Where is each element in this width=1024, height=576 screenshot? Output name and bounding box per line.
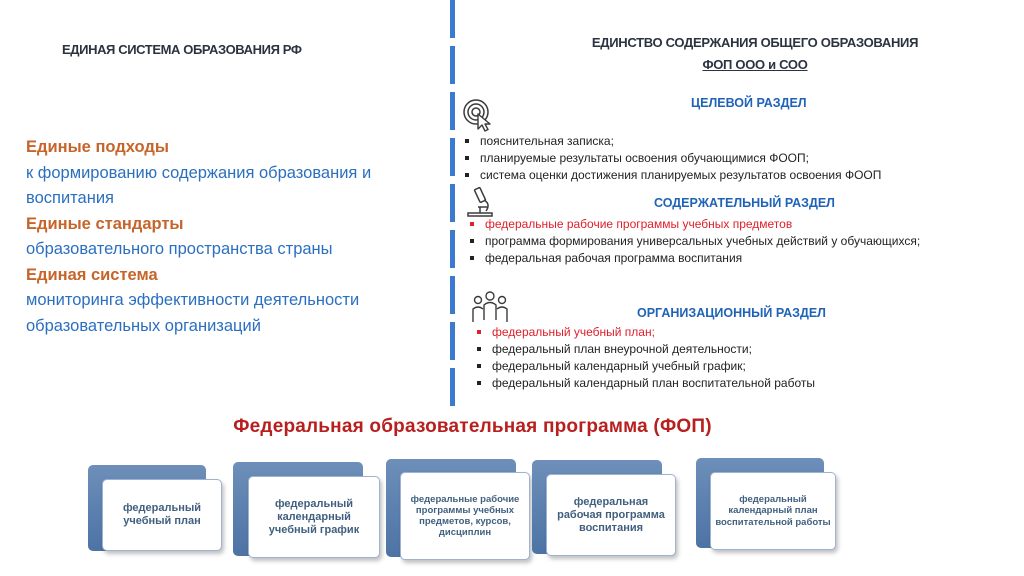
block-text-standards: образовательного пространства страны xyxy=(26,240,333,258)
microscope-icon xyxy=(467,186,493,217)
fop-title: Федеральная образовательная программа (Ф… xyxy=(233,416,712,437)
section-list-target: пояснительная записка; планируемые резул… xyxy=(460,133,1000,184)
block-head-approaches: Единые подходы xyxy=(26,138,169,156)
fop-card-text: федеральные рабочие программы учебных пр… xyxy=(400,472,530,560)
list-item: планируемые результаты освоения обучающи… xyxy=(460,150,1000,167)
section-heading-target: ЦЕЛЕВОЙ РАЗДЕЛ xyxy=(691,96,807,110)
left-title: ЕДИНАЯ СИСТЕМА ОБРАЗОВАНИЯ РФ xyxy=(62,42,302,57)
section-list-content: федеральные рабочие программы учебных пр… xyxy=(465,216,965,267)
list-item: федеральный учебный план; xyxy=(472,324,972,341)
fop-card-text: федеральный календарный учебный график xyxy=(248,476,380,558)
target-click-icon xyxy=(463,99,491,132)
right-title-line1: ЕДИНСТВО СОДЕРЖАНИЯ ОБЩЕГО ОБРАЗОВАНИЯ xyxy=(591,35,919,50)
list-item: федеральная рабочая программа воспитания xyxy=(465,250,965,267)
list-item: пояснительная записка; xyxy=(460,133,1000,150)
right-title: ЕДИНСТВО СОДЕРЖАНИЯ ОБЩЕГО ОБРАЗОВАНИЯ Ф… xyxy=(520,32,990,76)
fop-card-text: федеральная рабочая программа воспитания xyxy=(546,474,676,556)
block-head-standards: Единые стандарты xyxy=(26,214,184,233)
section-heading-org: ОРГАНИЗАЦИОННЫЙ РАЗДЕЛ xyxy=(637,306,826,320)
section-heading-content: СОДЕРЖАТЕЛЬНЫЙ РАЗДЕЛ xyxy=(654,196,835,210)
right-title-line2: ФОП ООО и СОО xyxy=(702,57,808,72)
block-text-system: мониторинга эффективности деятельности о… xyxy=(26,291,360,335)
list-item: федеральный план внеурочной деятельности… xyxy=(472,341,972,358)
list-item: система оценки достижения планируемых ре… xyxy=(460,167,1000,184)
list-item: федеральные рабочие программы учебных пр… xyxy=(465,216,965,233)
block-head-system: Единая система xyxy=(26,265,158,284)
people-group-icon xyxy=(472,291,508,322)
left-body: Единые подходы к формированию содержания… xyxy=(26,135,446,339)
vertical-divider xyxy=(450,0,455,410)
fop-card-text: федеральный учебный план xyxy=(102,479,222,551)
list-item: программа формирования универсальных уче… xyxy=(465,233,965,250)
list-item: федеральный календарный учебный график; xyxy=(472,358,972,375)
section-list-org: федеральный учебный план; федеральный пл… xyxy=(472,324,972,392)
fop-card-text: федеральный календарный план воспитатель… xyxy=(710,472,836,550)
list-item: федеральный календарный план воспитатель… xyxy=(472,375,972,392)
block-text-approaches: к формированию содержания образования и … xyxy=(26,163,372,208)
